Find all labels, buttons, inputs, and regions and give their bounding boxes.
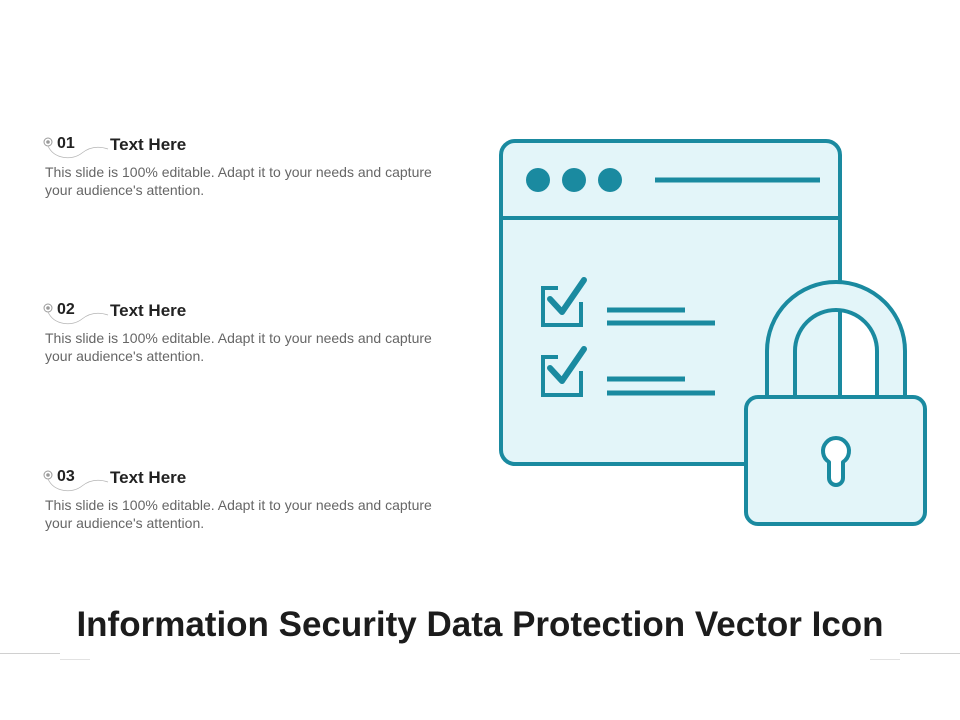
bullet-swirl-icon <box>43 137 109 159</box>
item-title: Text Here <box>110 468 187 487</box>
list-item-03: 03 Text Here This slide is 100% editable… <box>0 468 460 558</box>
divider <box>900 653 960 654</box>
item-description: This slide is 100% editable. Adapt it to… <box>45 330 432 364</box>
divider <box>60 659 90 660</box>
page-title: Information Security Data Protection Vec… <box>76 605 884 644</box>
item-number: 02 <box>57 301 75 318</box>
item-title: Text Here <box>110 301 187 320</box>
list-item-02: 02 Text Here This slide is 100% editable… <box>0 301 460 391</box>
item-number: 03 <box>57 468 75 485</box>
item-number: 01 <box>57 135 75 152</box>
item-description: This slide is 100% editable. Adapt it to… <box>45 497 432 531</box>
browser-window-icon <box>499 139 842 466</box>
security-illustration <box>499 139 927 526</box>
list-item-01: 01 Text Here This slide is 100% editable… <box>0 135 460 225</box>
divider <box>870 659 900 660</box>
bullet-swirl-icon <box>43 470 109 492</box>
padlock-icon <box>744 280 927 526</box>
divider <box>0 653 60 654</box>
item-title: Text Here <box>110 135 187 154</box>
bullet-swirl-icon <box>43 303 109 325</box>
checklist-icon <box>541 277 715 397</box>
item-description: This slide is 100% editable. Adapt it to… <box>45 164 432 198</box>
